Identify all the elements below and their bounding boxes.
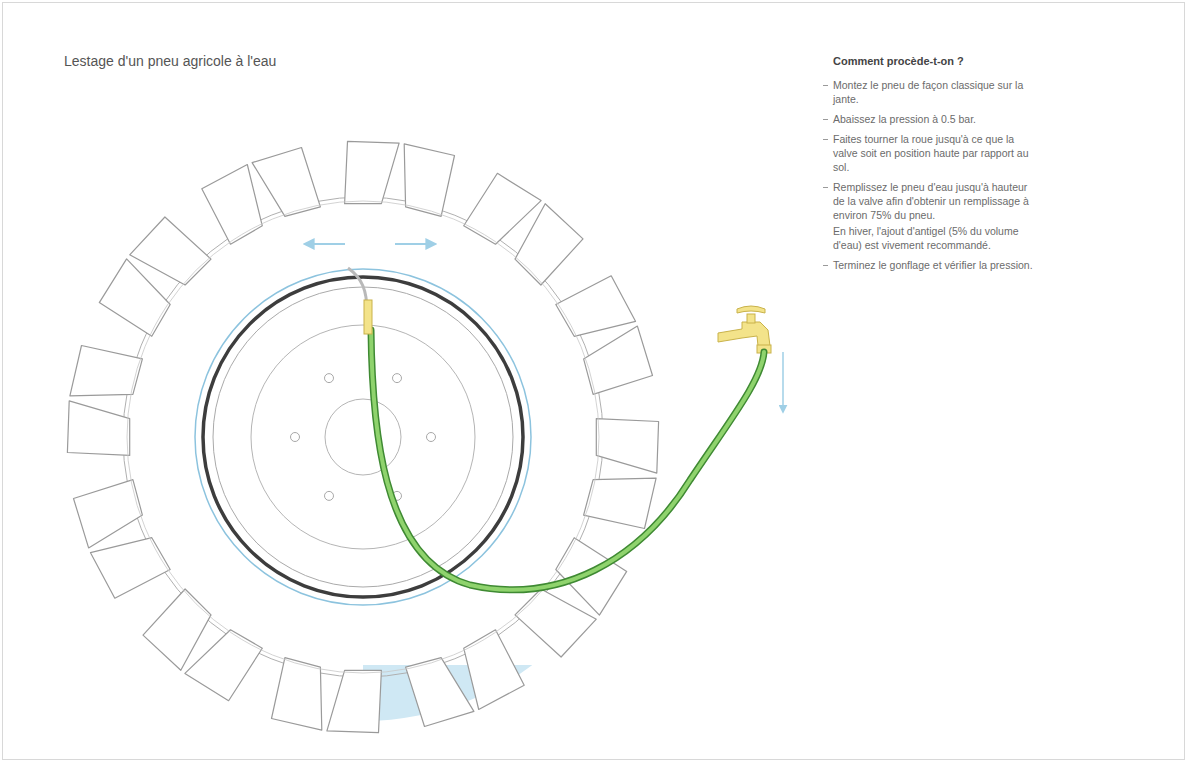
tread-lug xyxy=(202,165,262,245)
step-text: Terminez le gonflage et vérifier la pres… xyxy=(833,258,1033,272)
tread-lug xyxy=(272,658,322,731)
water xyxy=(363,665,647,721)
tread-lug xyxy=(584,478,657,528)
hub xyxy=(325,399,401,475)
tread-lug xyxy=(70,346,143,396)
hose-highlight xyxy=(371,330,764,590)
hose xyxy=(371,330,764,590)
title: Lestage d'un pneu agricole à l'eau xyxy=(64,53,276,69)
tread-lug xyxy=(74,480,143,548)
tread-lug xyxy=(252,148,320,217)
step-text: Remplissez le pneu d'eau jusqu'à hauteur… xyxy=(833,180,1033,222)
tire xyxy=(67,141,658,732)
flow-arrow xyxy=(782,352,784,412)
wheel-disc xyxy=(251,325,475,549)
bullet-dash xyxy=(823,139,828,140)
tread-lug xyxy=(67,401,129,456)
bolt-hole xyxy=(393,374,402,383)
bolt-hole xyxy=(427,433,436,442)
tread-lug xyxy=(556,276,636,337)
step-text: Montez le pneu de façon classique sur la… xyxy=(833,78,1033,106)
tire-shoulder xyxy=(127,201,599,673)
faucet xyxy=(718,306,771,353)
bullet-dash xyxy=(823,85,828,86)
tread-lug xyxy=(584,326,653,394)
tread-lug xyxy=(327,670,382,732)
tread-lug xyxy=(345,141,400,203)
rim xyxy=(203,277,523,597)
flow-arrow xyxy=(305,243,345,245)
tread-lug xyxy=(515,204,583,285)
bolt-hole xyxy=(325,491,334,500)
rim-edge xyxy=(195,269,531,605)
tread-lug xyxy=(404,144,454,217)
valve xyxy=(364,300,372,334)
tread-lug xyxy=(130,217,211,285)
steps-heading: Comment procède-t-on ? xyxy=(833,54,1033,68)
tread-lug xyxy=(464,630,525,710)
bullet-dash xyxy=(823,265,828,266)
tread-lug xyxy=(596,419,658,474)
tread-lug xyxy=(143,589,211,670)
bullet-dash xyxy=(823,119,828,120)
bullet-dash xyxy=(823,187,828,188)
rim-inner xyxy=(213,287,513,587)
tread-lug xyxy=(406,658,474,727)
flow-arrow xyxy=(395,243,435,245)
step-text: Faites tourner la roue jusqu'à ce que la… xyxy=(833,132,1033,174)
tread-lug xyxy=(91,538,171,599)
tire-carcass xyxy=(123,197,603,677)
bolt-hole xyxy=(325,374,334,383)
step-text: Abaissez la pression à 0.5 bar. xyxy=(833,112,1033,126)
step-text: En hiver, l'ajout d'antigel (5% du volum… xyxy=(833,224,1033,252)
tread-lug xyxy=(515,589,596,657)
bolt-hole xyxy=(291,433,300,442)
